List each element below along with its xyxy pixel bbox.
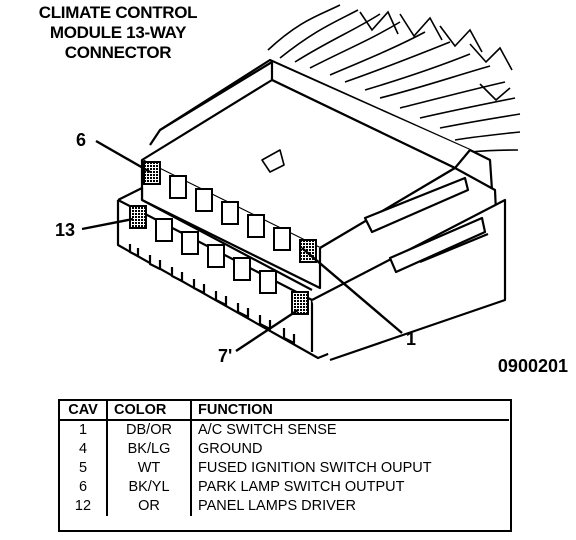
table-row: 12 OR PANEL LAMPS DRIVER (60, 497, 509, 516)
title-line-3: CONNECTOR (64, 43, 172, 62)
function-cell: A/C SWITCH SENSE (190, 420, 509, 440)
cav-cell: 6 (78, 479, 88, 495)
upper-cavity-row (143, 161, 317, 263)
wire-bundle (267, 4, 521, 153)
cav-cell: 4 (78, 441, 88, 457)
table-row: 4 BK/LG GROUND (60, 440, 509, 459)
pin-label-6: 6 (76, 130, 86, 150)
table-header-row: CAV COLOR FUNCTION (60, 401, 509, 421)
color-cell: BK/LG (106, 440, 191, 459)
color-cell: DB/OR (106, 420, 191, 440)
pin-table: CAV COLOR FUNCTION 1 DB/OR A/C SWITCH SE… (60, 401, 509, 516)
table-row: 6 BK/YL PARK LAMP SWITCH OUTPUT (60, 478, 509, 497)
connector-body (116, 58, 507, 362)
pin-label-1: 1 (406, 329, 416, 349)
lower-cavity-row (129, 205, 309, 315)
diagram-title: CLIMATE CONTROL MODULE 13-WAY CONNECTOR (8, 3, 228, 63)
color-cell: BK/YL (106, 478, 191, 497)
pin-label-13: 13 (55, 220, 75, 240)
function-cell: PARK LAMP SWITCH OUTPUT (190, 478, 509, 497)
connector-illustration: 6 13 1 7' (55, 4, 521, 366)
cav-cell: 5 (78, 460, 88, 476)
title-line-2: MODULE 13-WAY (49, 23, 187, 42)
title-line-1: CLIMATE CONTROL (38, 3, 198, 22)
cav-cell: 12 (74, 498, 92, 514)
function-cell: GROUND (190, 440, 509, 459)
table-row: 5 WT FUSED IGNITION SWITCH OUPUT (60, 459, 509, 478)
function-cell: PANEL LAMPS DRIVER (190, 497, 509, 516)
figure-id: 0900201 (497, 356, 568, 376)
header-function: FUNCTION (190, 401, 509, 421)
pin-table-frame (58, 399, 512, 532)
header-color: COLOR (106, 401, 191, 421)
header-cav: CAV (60, 401, 107, 421)
function-cell: FUSED IGNITION SWITCH OUPUT (190, 459, 509, 478)
color-cell: OR (106, 497, 191, 516)
leader-lines (81, 139, 403, 353)
table-row: 1 DB/OR A/C SWITCH SENSE (60, 420, 509, 440)
color-cell: WT (106, 459, 191, 478)
pin-label-7: 7' (218, 346, 232, 366)
cav-cell: 1 (78, 422, 88, 438)
